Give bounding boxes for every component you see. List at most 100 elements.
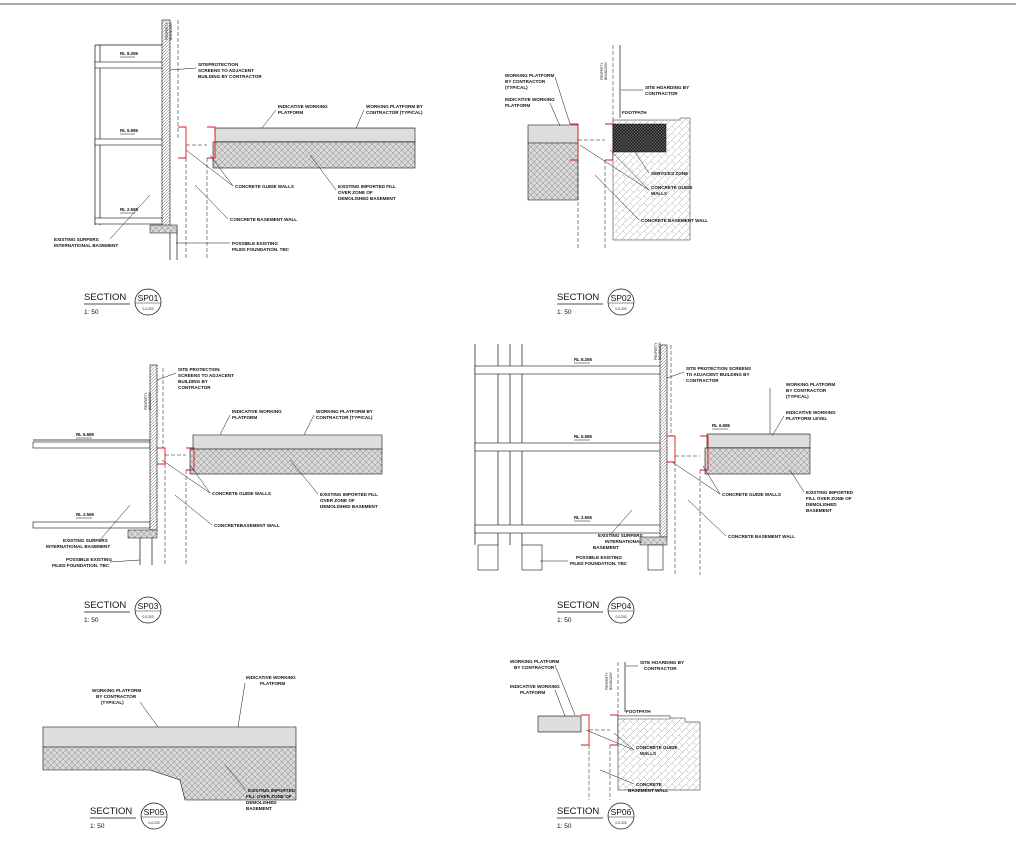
section-tag-sub: 0-0-203 — [616, 821, 627, 825]
svg-text:SCREENS TO ADJACENT: SCREENS TO ADJACENT — [198, 68, 254, 73]
svg-text:DEMOLISHED: DEMOLISHED — [806, 502, 837, 507]
callout-working-platform: WORKING PLATFORM BY — [366, 104, 423, 109]
title-block-sp02: SECTION 1: 50 SP02 0-0-203 — [557, 288, 635, 316]
section-title: SECTION — [90, 806, 132, 817]
property-boundary-label: BOUNDARY — [169, 21, 173, 40]
callout-site-hoarding: SITE HOARDING BY — [645, 85, 689, 90]
callout-imported-fill: EXISTING IMPORTED FILL — [338, 184, 396, 189]
rl-label: RL 8.265 — [574, 357, 593, 362]
callout-existing-basement: EXISTING SURFERS — [54, 237, 99, 242]
callout-guide-walls: CONCRETE GUIDE WALLS — [212, 491, 271, 496]
callout-existing-basement: EXISTING SURFERS — [63, 538, 108, 543]
svg-text:PLATFORM LEVEL: PLATFORM LEVEL — [786, 416, 827, 421]
svg-text:CONTRACTOR (TYPICAL): CONTRACTOR (TYPICAL) — [366, 110, 423, 115]
section-tag-sub: 0-0-203 — [616, 307, 627, 311]
callout-piled-foundation: POSSIBLE EXISTING — [66, 557, 112, 562]
property-boundary-label: PROPERTY — [165, 22, 169, 40]
rl-label: RL 2.565 — [574, 515, 593, 520]
section-sp02: PROPERTY BOUNDARY WORKING PLATFORM BY CO… — [505, 45, 708, 248]
title-block-sp01: SECTION 1: 50 SP01 0-0-203 — [84, 288, 162, 316]
section-scale: 1: 50 — [90, 823, 105, 830]
svg-text:CONTRACTOR: CONTRACTOR — [686, 378, 719, 383]
callout-working-platform: WORKING PLATFORM BY — [316, 409, 373, 414]
callout-guide-walls: CONCRETE GUIDE WALLS — [235, 184, 294, 189]
svg-text:INTERNATIONAL BASEMENT: INTERNATIONAL BASEMENT — [46, 544, 110, 549]
callout-basement-wall: CONCRETE BASEMENT WALL — [728, 534, 795, 539]
section-tag: SP03 — [138, 601, 159, 611]
rl-label: RL 2.565 — [120, 207, 139, 212]
callout-working-platform: WORKING PLATFORM — [510, 659, 559, 664]
callout-basement-wall: CONCRETEBASEMENT WALL — [214, 523, 280, 528]
title-block-sp06: SECTION 1: 50 SP06 0-0-203 — [557, 802, 635, 830]
svg-text:BASEMENT: BASEMENT — [806, 508, 832, 513]
section-title: SECTION — [557, 292, 599, 303]
rl-label: RL 5.685 — [574, 434, 593, 439]
svg-text:PLATFORM: PLATFORM — [260, 681, 285, 686]
rl-label: RL 8.265 — [120, 51, 139, 56]
svg-text:(TYPICAL): (TYPICAL) — [101, 700, 124, 705]
rl-label: RL 5.685 — [76, 432, 95, 437]
section-tag-sub: 0-0-203 — [143, 615, 154, 619]
callout-indicative-platform: INDICATIVE WORKING — [232, 409, 282, 414]
svg-text:BUILDING BY CONTRACTOR: BUILDING BY CONTRACTOR — [198, 74, 262, 79]
svg-text:DEMOLISHED: DEMOLISHED — [246, 800, 277, 805]
svg-text:BY CONTRACTOR: BY CONTRACTOR — [514, 665, 555, 670]
callout-piled-foundation: POSSIBLE EXISTING — [576, 555, 622, 560]
svg-text:PILED FOUNDATION. TBC: PILED FOUNDATION. TBC — [570, 561, 628, 566]
svg-text:DEMOLISHED BASEMENT: DEMOLISHED BASEMENT — [320, 504, 378, 509]
svg-text:OVER ZONE OF: OVER ZONE OF — [320, 498, 355, 503]
callout-guide-walls: CONCRETE GUIDE — [636, 745, 678, 750]
callout-working-platform: WORKING PLATFORM — [505, 73, 554, 78]
svg-text:BASEMENT WALL: BASEMENT WALL — [628, 788, 668, 793]
svg-text:CONTRACTOR: CONTRACTOR — [178, 385, 211, 390]
section-scale: 1: 50 — [557, 309, 572, 316]
svg-text:(TYPICAL): (TYPICAL) — [505, 85, 528, 90]
property-boundary-label: PROPERTY — [144, 392, 148, 410]
section-sp05: WORKING PLATFORM BY CONTRACTOR (TYPICAL)… — [42, 675, 297, 811]
section-tag: SP05 — [144, 807, 165, 817]
property-boundary-label: PROPERTY — [654, 342, 658, 360]
callout-working-platform: WORKING PLATFORM — [92, 688, 141, 693]
svg-text:SCREENS TO ADJACENT: SCREENS TO ADJACENT — [178, 373, 234, 378]
title-block-sp04: SECTION 1: 50 SP04 0-0-203 — [557, 596, 635, 624]
callout-indicative-platform: INDICATIVE WORKING — [786, 410, 836, 415]
svg-text:CONTRACTOR (TYPICAL): CONTRACTOR (TYPICAL) — [316, 415, 373, 420]
svg-text:BY CONTRACTOR: BY CONTRACTOR — [505, 79, 546, 84]
footpath-label: FOOTPATH — [626, 709, 651, 714]
section-sp04: PROPERTY BOUNDARY RL 8.265 RL 5.685 RL 2… — [474, 341, 854, 575]
svg-text:BY CONTRACTOR: BY CONTRACTOR — [786, 388, 827, 393]
callout-basement-wall: CONCRETE BASEMENT WALL — [641, 218, 708, 223]
svg-text:CONTRACTOR: CONTRACTOR — [644, 666, 677, 671]
svg-text:PILED FOUNDATION. TBC: PILED FOUNDATION. TBC — [232, 247, 290, 252]
section-tag-sub: 0-0-203 — [616, 615, 627, 619]
svg-text:(TYPICAL): (TYPICAL) — [786, 394, 809, 399]
section-scale: 1: 50 — [84, 617, 99, 624]
callout-imported-fill: EXISTING IMPORTED — [806, 490, 854, 495]
callout-basement-wall: CONCRETE — [636, 782, 662, 787]
svg-text:PLATFORM: PLATFORM — [278, 110, 303, 115]
section-scale: 1: 50 — [557, 617, 572, 624]
callout-guide-walls: CONCRETE GUIDE — [651, 185, 693, 190]
property-boundary-label: BOUNDARY — [658, 341, 662, 360]
callout-existing-basement: EXISTING SURFERS — [598, 533, 643, 538]
callout-piled-foundation: POSSIBLE EXISTING — [232, 241, 278, 246]
svg-text:WALLS: WALLS — [651, 191, 667, 196]
section-tag-sub: 0-0-203 — [143, 307, 154, 311]
svg-text:TO ADJACENT BUILDING BY: TO ADJACENT BUILDING BY — [686, 372, 750, 377]
section-tag-sub: 0-0-203 — [149, 821, 160, 825]
callout-site-protection: SITE PROTECTION SCREENS — [686, 366, 751, 371]
property-boundary-label: PROPERTY — [600, 62, 604, 80]
callout-imported-fill: EXISTING IMPORTED FILL — [320, 492, 378, 497]
callout-indicative-platform: INDICATIVE WORKING — [510, 684, 560, 689]
section-tag: SP04 — [611, 601, 632, 611]
callout-basement-wall: CONCRETE BASEMENT WALL — [230, 217, 297, 222]
svg-text:CONTRACTOR: CONTRACTOR — [645, 91, 678, 96]
callout-services-zone: SERVICES ZONE — [651, 171, 688, 176]
svg-text:FILL OVER ZONE OF: FILL OVER ZONE OF — [246, 794, 292, 799]
section-scale: 1: 50 — [84, 309, 99, 316]
svg-text:OVER ZONE OF: OVER ZONE OF — [338, 190, 373, 195]
callout-working-platform: WORKING PLATFORM — [786, 382, 835, 387]
callout-indicative-platform: INDICATIVE WORKING — [505, 97, 555, 102]
property-boundary-label: BOUNDARY — [609, 671, 613, 690]
